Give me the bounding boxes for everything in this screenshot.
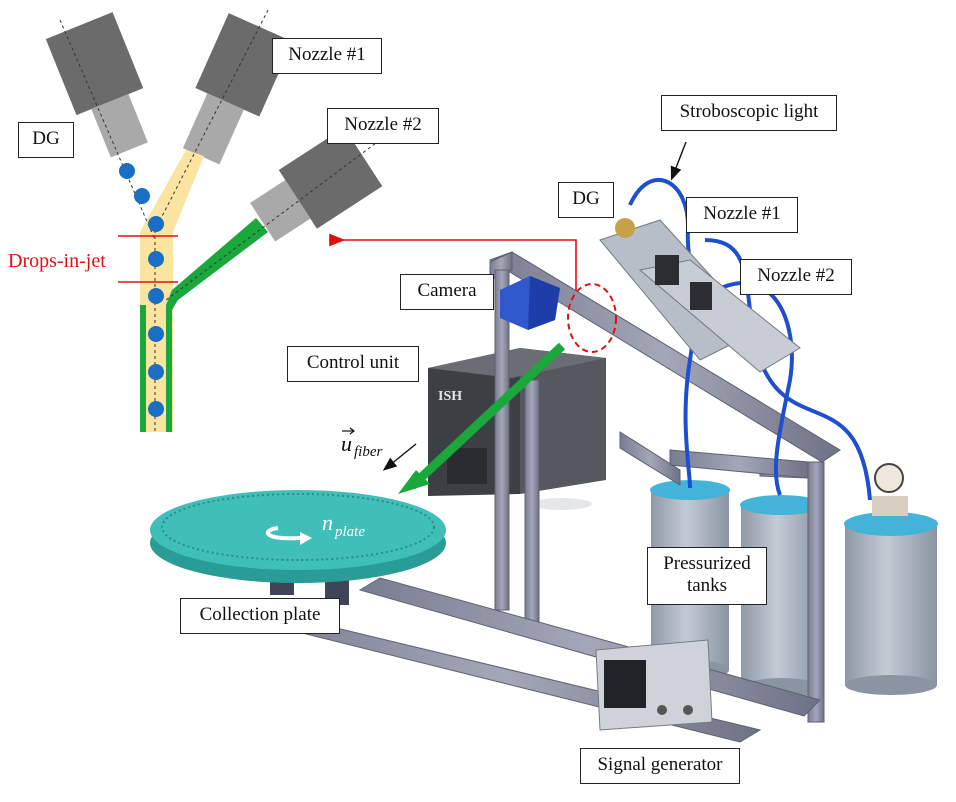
signal-generator-label: Signal generator <box>580 748 740 784</box>
collection-plate-label: Collection plate <box>180 598 340 634</box>
nozzle2-setup-label: Nozzle #2 <box>740 259 852 295</box>
nozzle2-schematic <box>250 127 383 242</box>
dg-schematic-label: DG <box>18 122 74 158</box>
camera-label: Camera <box>400 274 494 310</box>
strobe-arrow <box>670 141 687 181</box>
jet-sheath-left <box>140 305 146 432</box>
signal-generator-device <box>595 639 713 731</box>
nozzle2-schematic-label: Nozzle #2 <box>327 108 439 144</box>
drop <box>119 163 135 179</box>
schematic <box>45 9 383 432</box>
control-unit-label: Control unit <box>287 346 419 382</box>
jet-nozzle2-sheath <box>166 218 268 432</box>
zoom-arrow <box>329 233 577 296</box>
pressurized-tank-3 <box>844 463 938 695</box>
drop <box>148 326 164 342</box>
fiber-arrow <box>408 342 566 490</box>
dg-generator-schematic <box>45 12 148 158</box>
collection-plate <box>150 490 446 605</box>
drop <box>134 188 150 204</box>
drop <box>148 216 164 232</box>
setup-3d: ISH <box>150 177 938 743</box>
nozzle-assembly <box>599 218 801 373</box>
zoom-region <box>567 283 617 353</box>
drop <box>148 251 164 267</box>
u-fiber-symbol: u <box>341 431 352 456</box>
drop <box>148 288 164 304</box>
stroboscopic-light-label: Stroboscopic light <box>661 95 837 131</box>
nozzle1-setup-label: Nozzle #1 <box>686 197 798 233</box>
control-unit: ISH <box>428 348 606 510</box>
fiber-arrow-head <box>398 470 430 494</box>
n-plate-symbol: n <box>322 510 333 535</box>
u-fiber-subscript: fiber <box>354 444 382 460</box>
u-fiber-label: u fiber <box>341 427 382 460</box>
drop <box>148 364 164 380</box>
axis-nozzle1 <box>154 9 269 231</box>
nozzle1-schematic <box>182 13 293 165</box>
nozzle1-schematic-label: Nozzle #1 <box>272 38 382 74</box>
u-fiber-arrow <box>382 443 417 471</box>
dg-setup-label: DG <box>558 182 614 218</box>
control-unit-logo: ISH <box>438 389 462 404</box>
drops-in-jet-label: Drops-in-jet <box>8 250 106 272</box>
n-plate-subscript: plate <box>334 524 365 540</box>
camera-body <box>500 276 560 330</box>
n-plate-label: n plate <box>322 510 365 540</box>
drops <box>119 163 164 417</box>
axis-nozzle2 <box>165 139 381 301</box>
drop <box>148 401 164 417</box>
pressurized-tanks-label: Pressurized tanks <box>647 547 767 605</box>
